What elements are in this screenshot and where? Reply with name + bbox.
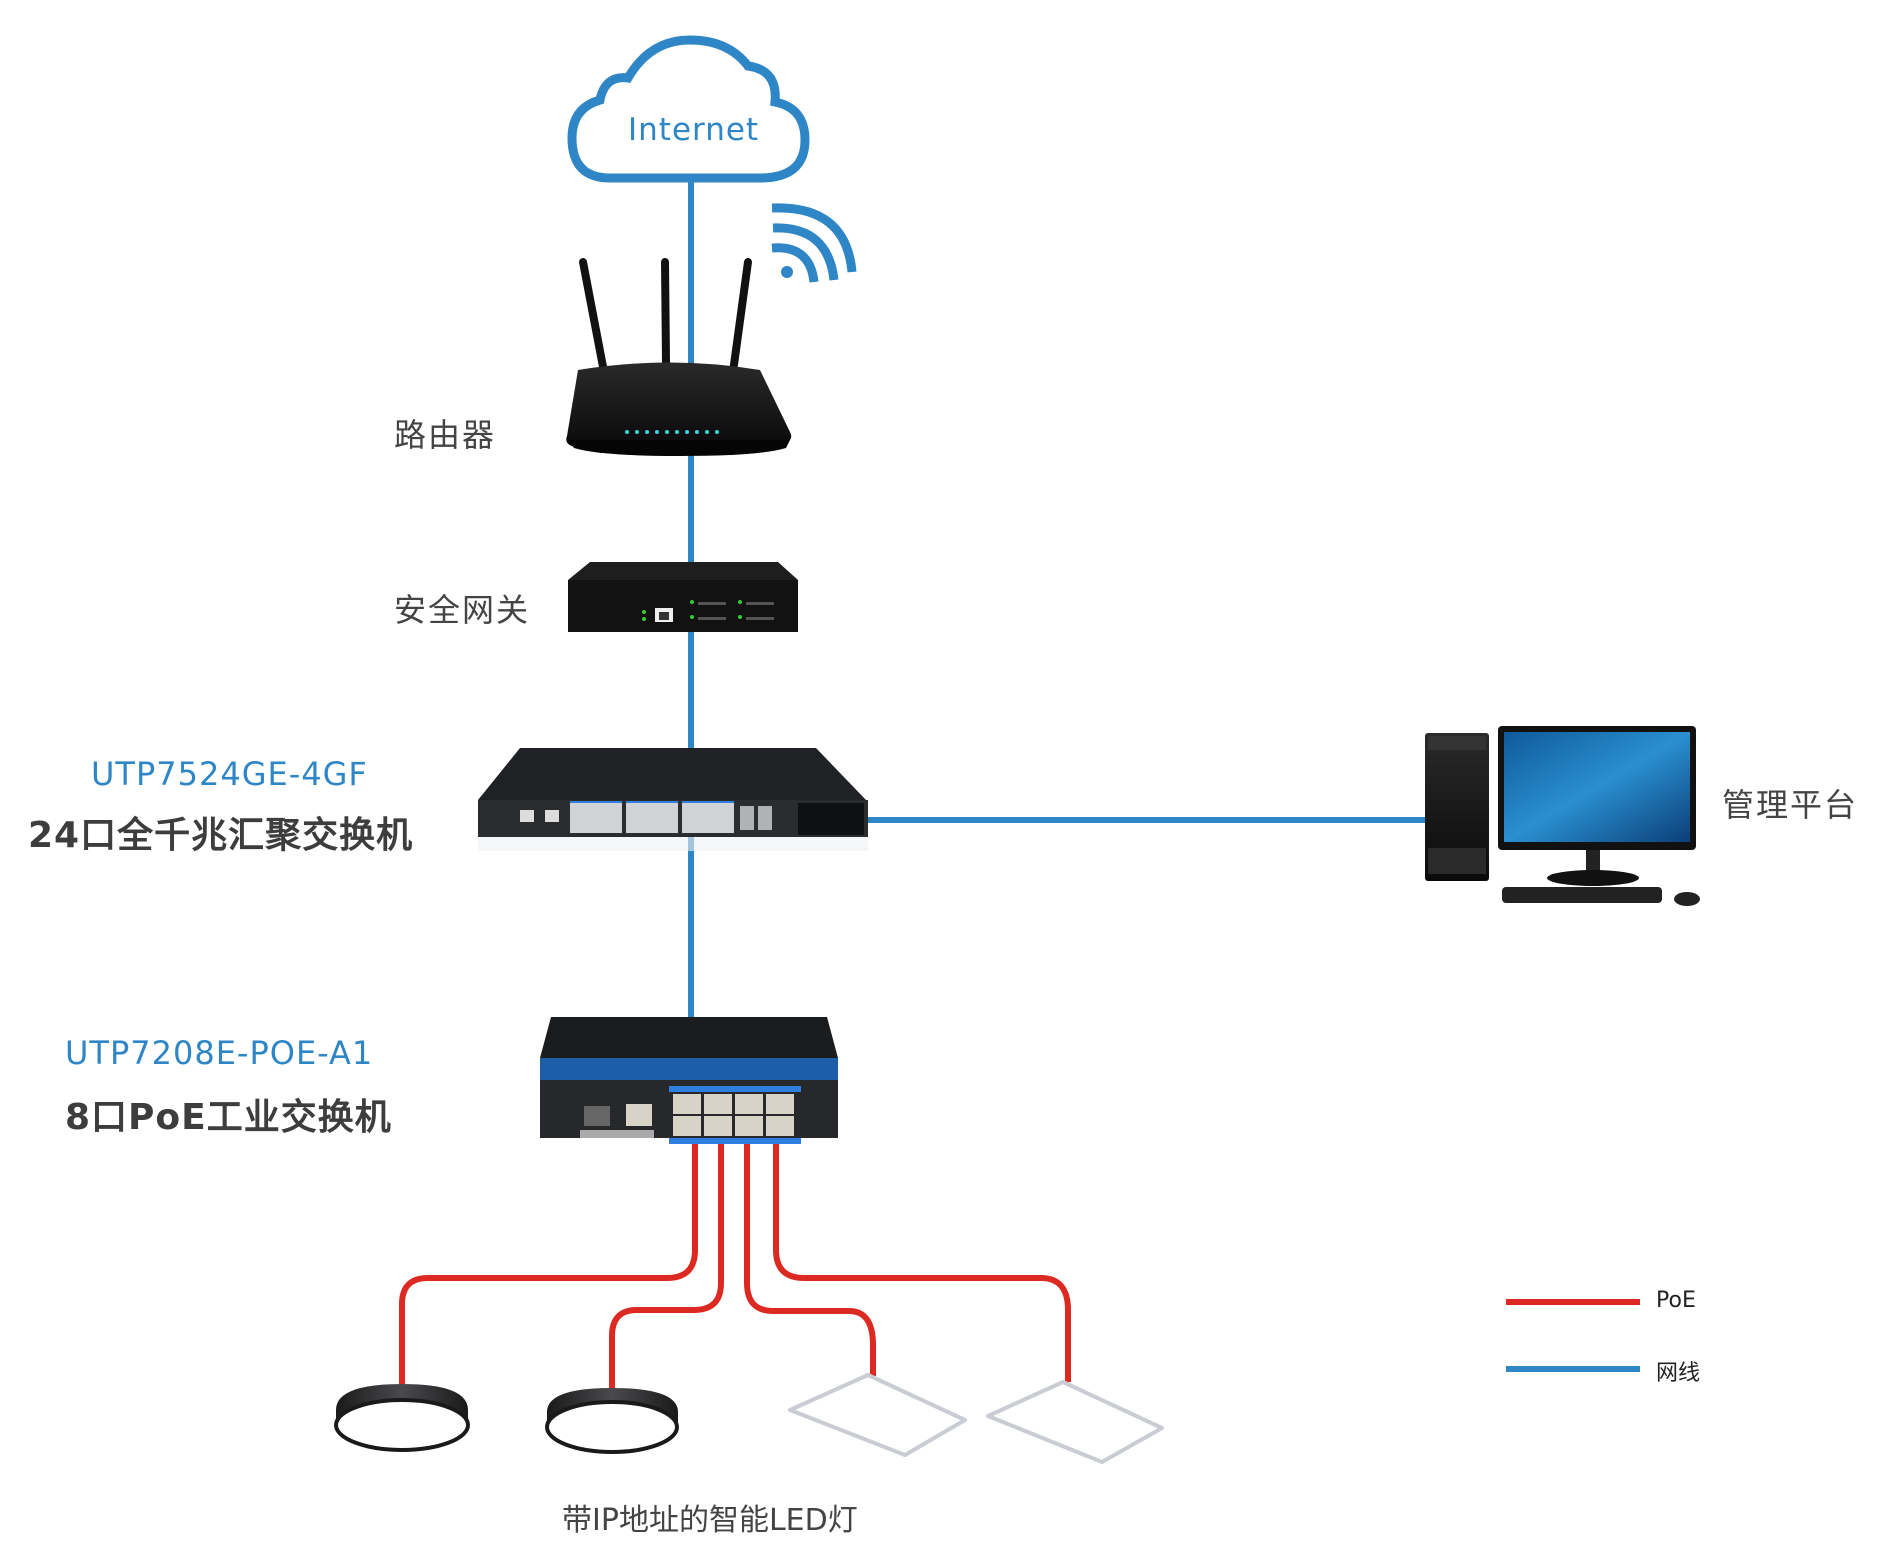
poe-link-light-1	[399, 1140, 698, 1385]
core-switch-model: UTP7524GE-4GF	[91, 755, 368, 793]
poe-link-light-3	[744, 1140, 876, 1376]
rack-switch-icon	[478, 748, 868, 851]
lights-caption: 带IP地址的智能LED灯	[562, 1503, 858, 1538]
poe-switch-model: UTP7208E-POE-A1	[65, 1034, 374, 1072]
industrial-switch-icon	[540, 1017, 838, 1144]
core-switch-label: 24口全千兆汇聚交换机	[28, 815, 414, 856]
poe-switch-label: 8口PoE工业交换机	[65, 1097, 392, 1138]
cloud-icon	[567, 35, 810, 183]
wifi-icon	[771, 203, 857, 283]
desktop-computer-icon	[1425, 726, 1700, 906]
poe-link-light-4	[773, 1140, 1071, 1382]
router-label: 路由器	[394, 416, 497, 454]
panel-light-icon	[986, 1380, 1164, 1464]
gateway-label: 安全网关	[394, 591, 531, 629]
panel-light-icon	[788, 1373, 967, 1457]
round-downlight-icon	[334, 1384, 470, 1452]
legend-network-label: 网线	[1656, 1361, 1701, 1386]
legend-poe-label: PoE	[1656, 1288, 1696, 1313]
poe-link-light-2	[609, 1140, 724, 1392]
round-downlight-icon	[545, 1388, 679, 1454]
management-label: 管理平台	[1722, 786, 1859, 824]
internet-label: Internet	[628, 112, 760, 148]
port-group	[570, 801, 734, 833]
router-icon	[566, 258, 792, 456]
security-gateway-icon	[568, 562, 798, 632]
